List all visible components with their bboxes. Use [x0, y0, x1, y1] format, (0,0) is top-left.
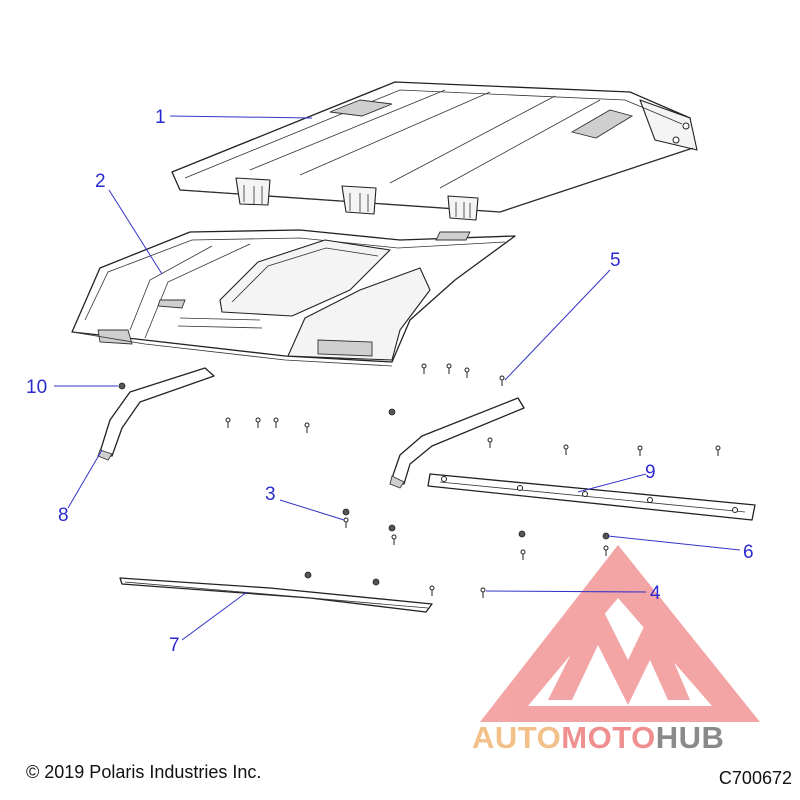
watermark-moto: MOTO [561, 720, 655, 755]
callout-7: 7 [169, 635, 180, 656]
diagram-code: C700672 [718, 768, 792, 788]
push-rivet [118, 382, 126, 390]
leader-lines [54, 115, 741, 641]
watermark-hub: HUB [656, 720, 725, 755]
part-bar-7 [119, 577, 433, 613]
callout-4: 4 [650, 583, 661, 604]
callouts: 1 2 3 4 5 6 7 8 9 10 [26, 107, 754, 656]
fasteners [118, 363, 721, 598]
callout-10: 10 [26, 377, 47, 398]
watermark-triangle-icon [480, 545, 760, 722]
callout-1: 1 [155, 107, 166, 128]
watermark-auto: AUTO [472, 720, 561, 755]
watermark-text: AUTOMOTOHUB [472, 720, 724, 755]
part-roof-top [71, 229, 516, 367]
watermark-logo [480, 545, 760, 722]
part-left-trim [97, 367, 215, 461]
part-bar-9 [427, 473, 756, 521]
part-right-trim [389, 397, 525, 489]
callout-8: 8 [58, 505, 69, 526]
watermark-m-icon [548, 600, 690, 705]
callout-2: 2 [95, 171, 106, 192]
callout-6: 6 [743, 542, 754, 563]
copyright-notice: © 2019 Polaris Industries Inc. [26, 762, 262, 782]
callout-5: 5 [610, 250, 621, 271]
callout-9: 9 [645, 462, 656, 483]
callout-3: 3 [265, 484, 276, 505]
part-roof-frame [171, 81, 698, 221]
